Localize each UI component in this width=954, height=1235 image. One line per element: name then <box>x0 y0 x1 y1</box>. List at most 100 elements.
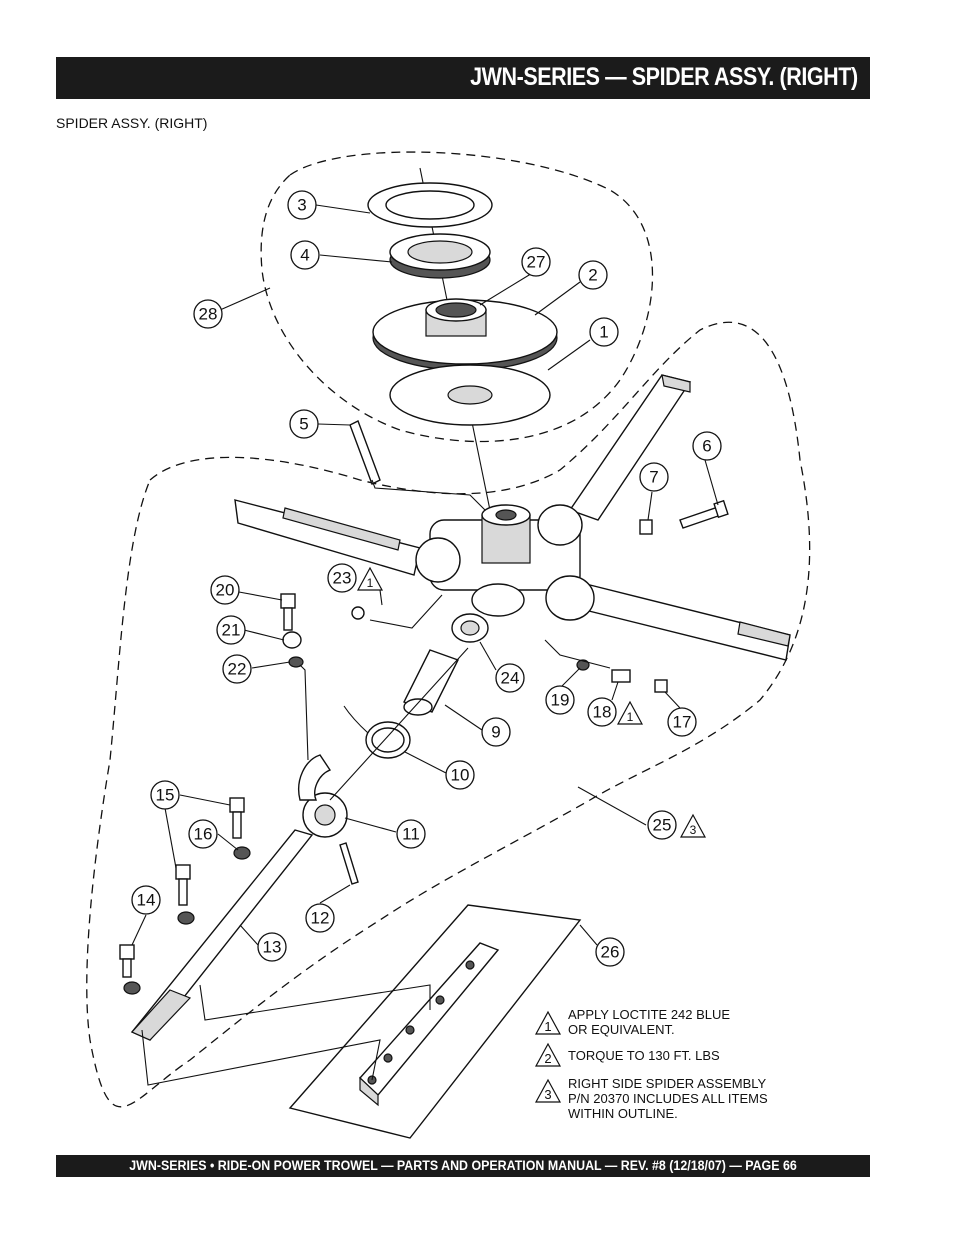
blade-hole-4 <box>383 1053 393 1063</box>
svg-text:27: 27 <box>527 253 546 272</box>
screw-lead-line <box>369 594 443 629</box>
part-9-sleeve-end <box>403 698 433 716</box>
svg-text:26: 26 <box>601 943 620 962</box>
svg-text:22: 22 <box>228 660 247 679</box>
part-15-bolt-shank-b <box>178 878 188 906</box>
note-2: 2 TORQUE TO 130 FT. LBS <box>534 1042 720 1067</box>
part-1-disk-hole <box>447 385 493 405</box>
svg-text:10: 10 <box>451 766 470 785</box>
spider-hub-bore <box>495 509 517 521</box>
part-26-blade-bar-edge <box>359 1076 379 1107</box>
bolt-lead-line <box>299 664 309 761</box>
callout-3: 3 <box>287 190 317 220</box>
part-15-bolt-shank-a <box>232 811 242 839</box>
svg-text:15: 15 <box>156 786 175 805</box>
part-18-fitting <box>611 669 631 683</box>
note-1: 1 APPLY LOCTITE 242 BLUE OR EQUIVALENT. <box>534 1007 730 1037</box>
footer-bar: JWN-SERIES • RIDE-ON POWER TROWEL — PART… <box>56 1155 870 1177</box>
key-lead-line <box>371 479 486 511</box>
part-21-nut <box>282 631 302 649</box>
callout-1: 1 <box>589 317 619 347</box>
svg-text:WITHIN OUTLINE.: WITHIN OUTLINE. <box>568 1106 678 1121</box>
callout-16: 16 <box>188 819 218 849</box>
arm-clamp-upper <box>537 504 583 546</box>
spider-arm-right <box>584 584 791 661</box>
svg-text:1: 1 <box>599 323 608 342</box>
spider-arm-right-tip <box>737 621 791 647</box>
note-3: 3 RIGHT SIDE SPIDER ASSEMBLY P/N 20370 I… <box>534 1076 768 1121</box>
svg-text:5: 5 <box>299 415 308 434</box>
callout-leaders <box>131 204 719 946</box>
svg-text:1: 1 <box>627 710 634 724</box>
part-15-bolt-head-b <box>175 864 191 880</box>
blade-hole-2 <box>435 995 445 1005</box>
svg-text:11: 11 <box>402 825 420 844</box>
svg-text:20: 20 <box>216 581 235 600</box>
callout-22: 22 <box>222 654 252 684</box>
blade-hole-1 <box>465 960 475 970</box>
svg-text:2: 2 <box>588 266 597 285</box>
fitting-lead-line <box>544 639 611 669</box>
svg-text:13: 13 <box>263 938 282 957</box>
svg-text:4: 4 <box>300 246 309 265</box>
part-6-bolt <box>679 506 722 529</box>
callout-17: 17 <box>667 707 697 737</box>
page-title: JWN-SERIES — SPIDER ASSY. (RIGHT) <box>470 63 858 91</box>
callout-2: 2 <box>578 260 608 290</box>
blade-hole-3 <box>405 1025 415 1035</box>
svg-text:21: 21 <box>222 621 241 640</box>
callout-25-triangle: 3 <box>679 813 707 838</box>
callout-23: 23 <box>327 563 357 593</box>
part-20-bolt-shank <box>283 607 293 631</box>
callout-13: 13 <box>257 932 287 962</box>
part-27-hub-hole <box>435 302 477 318</box>
arm-clamp-right <box>545 575 595 621</box>
part-14-bolt-shank <box>122 958 132 978</box>
callout-18-triangle: 1 <box>616 700 644 725</box>
svg-text:24: 24 <box>501 669 520 688</box>
svg-text:16: 16 <box>194 825 213 844</box>
part-4-bearing-hole <box>407 240 473 264</box>
svg-text:3: 3 <box>297 196 306 215</box>
part-14-bolt-head <box>119 944 135 960</box>
callout-4: 4 <box>290 240 320 270</box>
callout-12: 12 <box>305 903 335 933</box>
callout-28: 28 <box>193 299 223 329</box>
part-15-bolt-head-a <box>229 797 245 813</box>
part-10-spring-inner <box>371 727 405 753</box>
callout-27: 27 <box>521 247 551 277</box>
callout-18: 18 <box>587 697 617 727</box>
svg-text:OR EQUIVALENT.: OR EQUIVALENT. <box>568 1022 675 1037</box>
callout-24: 24 <box>495 663 525 693</box>
callout-6: 6 <box>692 431 722 461</box>
callout-10: 10 <box>445 760 475 790</box>
part-3-ring-hole <box>385 190 475 220</box>
callout-9: 9 <box>481 717 511 747</box>
svg-text:25: 25 <box>653 816 672 835</box>
svg-text:28: 28 <box>199 305 218 324</box>
outline-25 <box>86 321 811 1108</box>
footer-text: JWN-SERIES • RIDE-ON POWER TROWEL — PART… <box>129 1158 797 1173</box>
callout-15: 15 <box>150 780 180 810</box>
svg-text:19: 19 <box>551 691 570 710</box>
svg-text:7: 7 <box>649 468 658 487</box>
callout-5: 5 <box>289 409 319 439</box>
part-11-arm-hole <box>314 804 336 826</box>
title-bar: JWN-SERIES — SPIDER ASSY. (RIGHT) <box>56 57 870 99</box>
part-9-sleeve <box>403 649 459 713</box>
svg-text:3: 3 <box>544 1087 551 1102</box>
part-11-arm-lever <box>298 754 332 801</box>
svg-text:17: 17 <box>673 713 692 732</box>
spider-arm-upper-right <box>568 374 692 521</box>
callout-20: 20 <box>210 575 240 605</box>
svg-text:APPLY LOCTITE 242 BLUE: APPLY LOCTITE 242 BLUE <box>568 1007 730 1022</box>
callout-7: 7 <box>639 462 669 492</box>
svg-text:12: 12 <box>311 909 330 928</box>
part-17-cap <box>654 679 668 693</box>
callout-14: 14 <box>131 885 161 915</box>
callout-21: 21 <box>216 615 246 645</box>
attach-line-lower <box>141 1029 381 1086</box>
callout-19: 19 <box>545 685 575 715</box>
arm-clamp-left <box>415 537 461 583</box>
